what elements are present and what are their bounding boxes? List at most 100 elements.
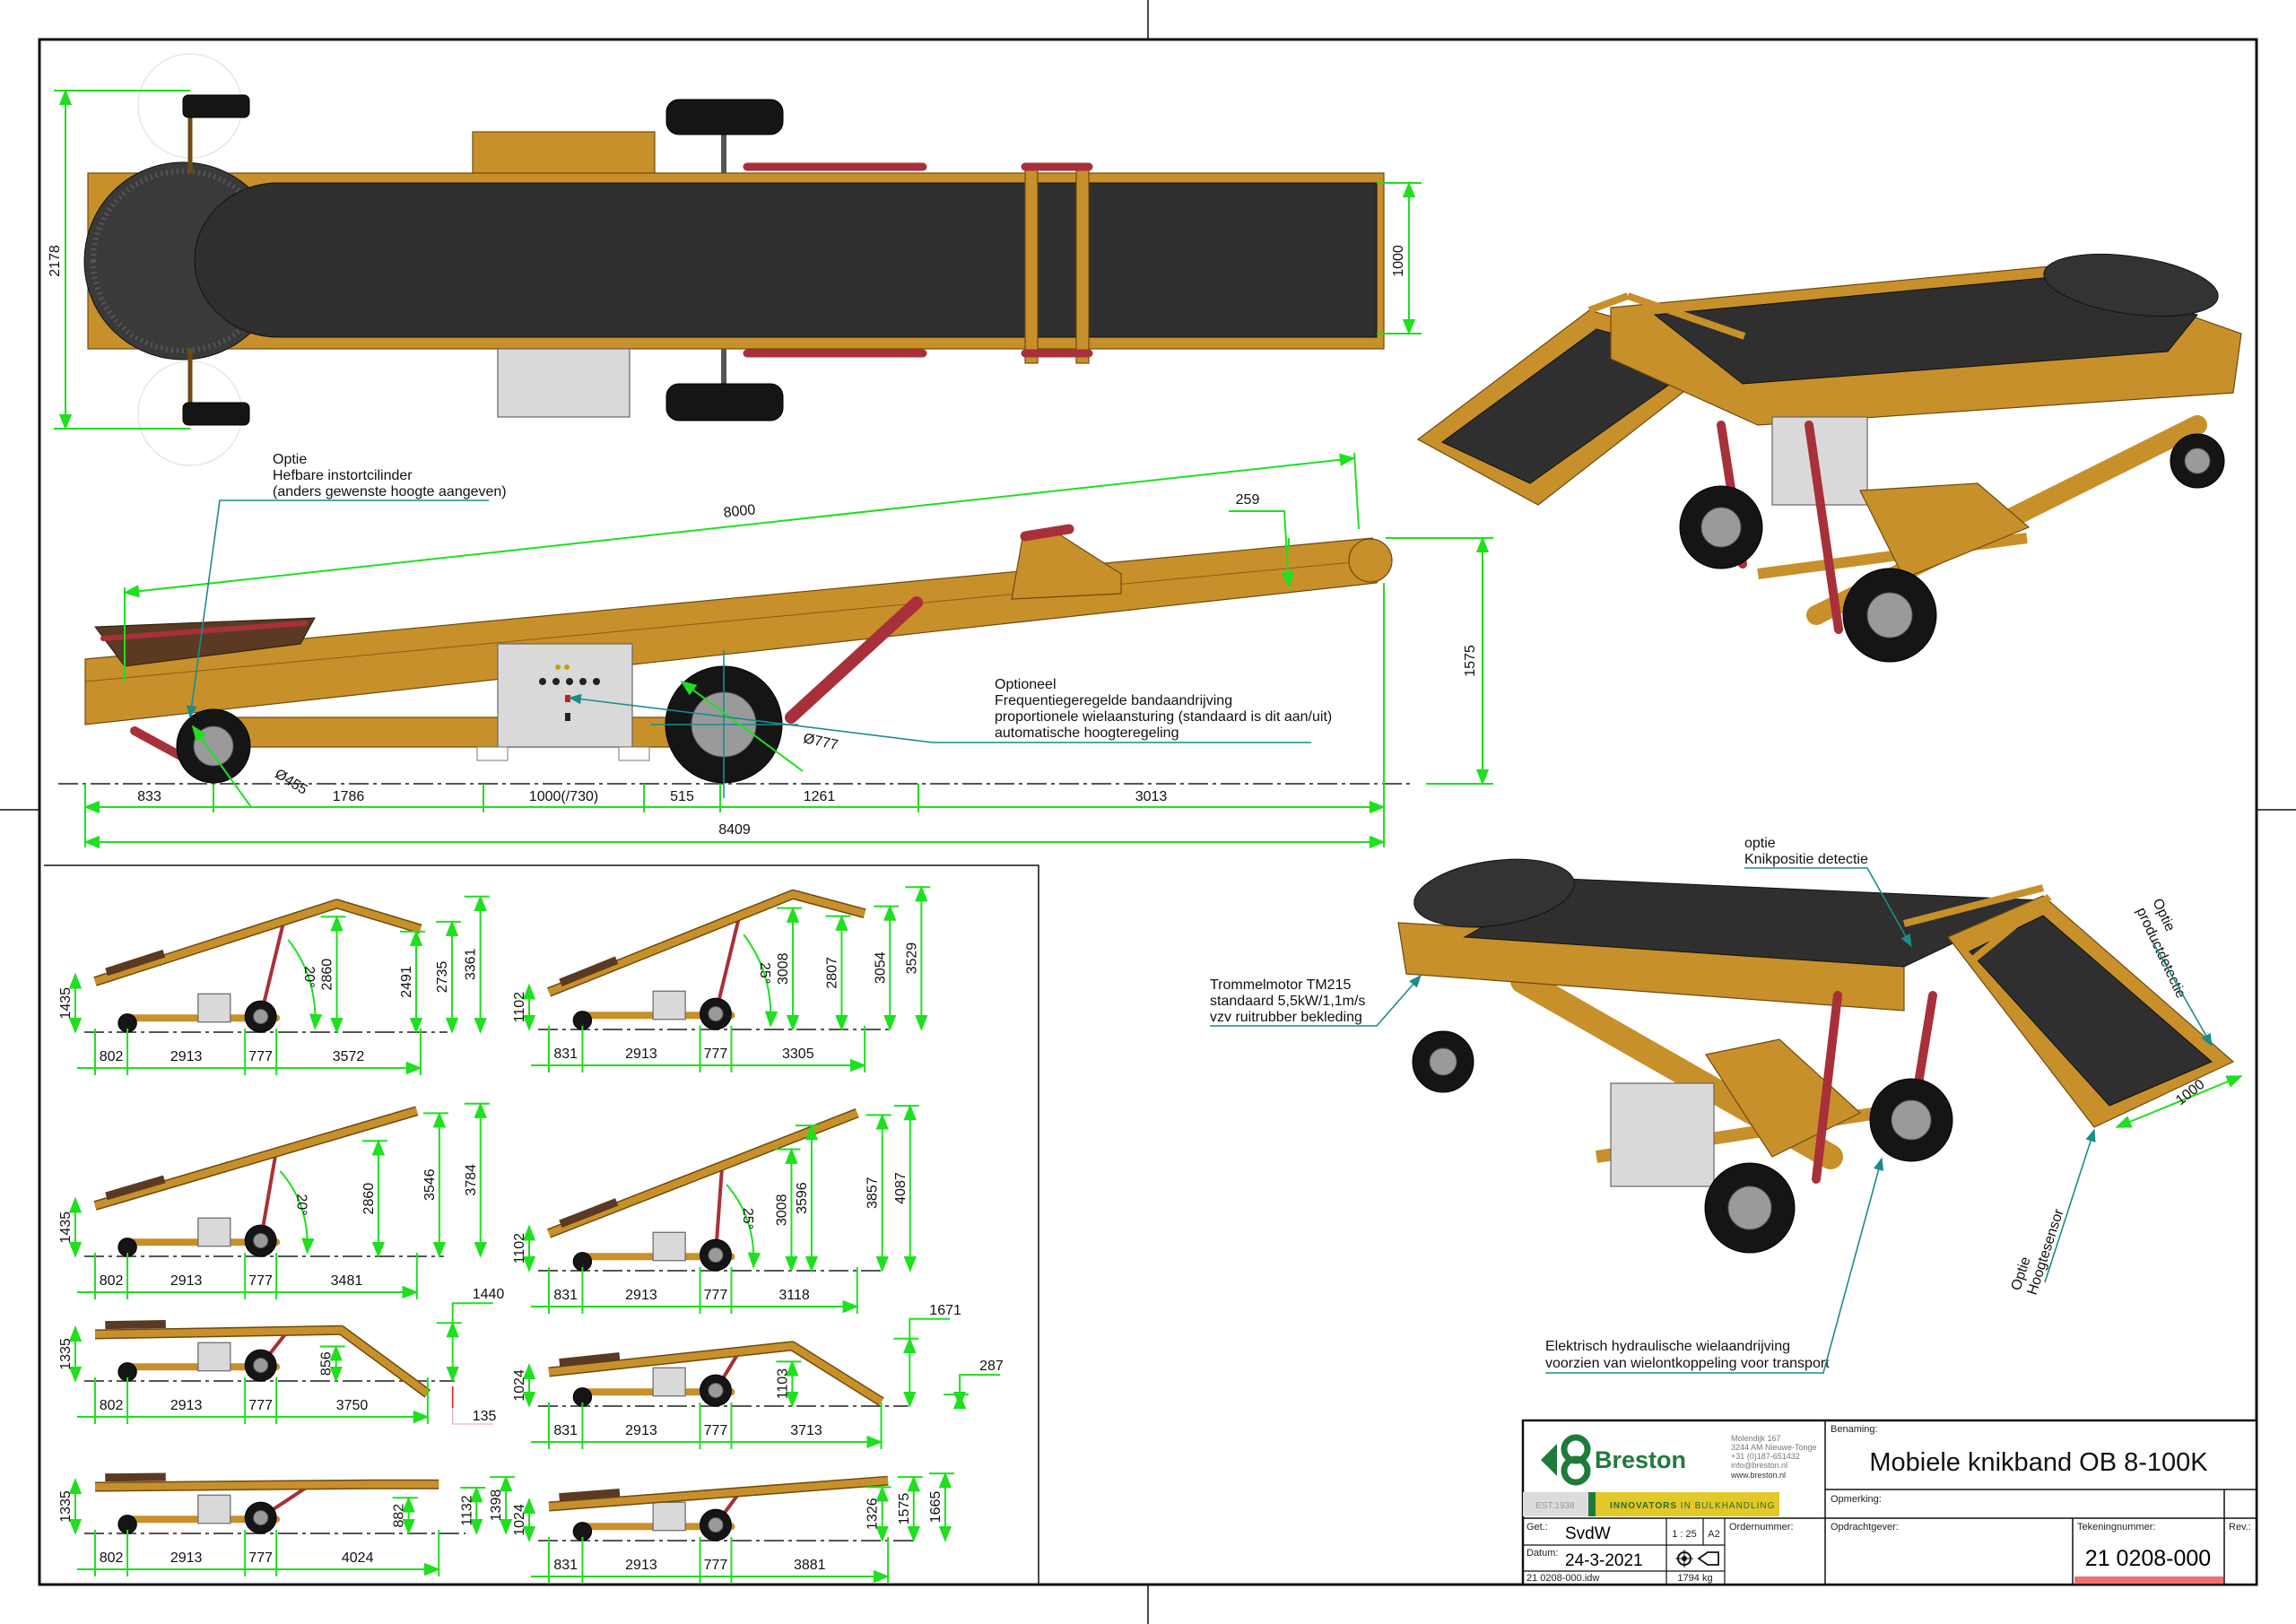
note-trommel-line1: Trommelmotor TM215 (1210, 977, 1351, 993)
note-optie-line2: Hefbare instortcilinder (273, 468, 413, 483)
horizontal-dim-label: 777 (248, 1550, 273, 1566)
control-box (197, 1217, 231, 1247)
vertical-dim-label: 3529 (904, 942, 919, 975)
angle-label: 25° (740, 1208, 755, 1229)
wheel-icon (182, 402, 250, 426)
dim-leader (909, 1317, 951, 1339)
belt-width-dim: 1000 (1391, 245, 1406, 277)
address-line: +31 (0)187-651432 (1731, 1452, 1800, 1461)
vertical-dim-label: 3596 (795, 1182, 810, 1214)
control-box (652, 1501, 686, 1532)
lift-strut (785, 596, 923, 724)
vertical-dim-label: 3008 (776, 952, 791, 985)
note-knik-line1: optie (1744, 836, 1776, 851)
svg-text:INNOVATORS IN BULKHANDLING: INNOVATORS IN BULKHANDLING (1610, 1501, 1775, 1511)
rev-label: Rev.: (2229, 1522, 2251, 1533)
horizontal-dim-label: 777 (248, 1049, 273, 1064)
vertical-dim-label: 1440 (473, 1287, 505, 1302)
lift-strut (713, 915, 742, 1016)
note-wiel-line1: Elektrisch hydraulische wielaandrijving (1545, 1339, 1790, 1354)
horizontal-dim-label: 802 (100, 1049, 124, 1064)
motor-box-top (472, 131, 656, 176)
left-height-label: 1102 (512, 1233, 527, 1264)
address-line: 3244 AM Nieuwe-Tonge (1731, 1443, 1817, 1452)
small-wheel-diameter: Ø455 (272, 767, 309, 798)
control-box (652, 1367, 686, 1397)
left-height-label: 1024 (512, 1504, 527, 1536)
drawn-by: SvdW (1565, 1524, 1611, 1543)
datum-label: Datum: (1526, 1548, 1558, 1559)
conveyor-beam (547, 890, 866, 996)
horizontal-dim-label: 777 (704, 1288, 728, 1303)
note-trommel-line2: standaard 5,5kW/1,1m/s (1210, 994, 1365, 1009)
address-line: info@breston.nl (1731, 1461, 1787, 1470)
file-name: 21 0208-000.idw (1526, 1573, 1599, 1584)
address-line: Molendijk 167 (1731, 1434, 1781, 1443)
hopper (105, 1472, 166, 1482)
horizontal-dim-label: 2913 (170, 1273, 203, 1289)
left-height-label: 1435 (58, 987, 74, 1020)
horizontal-dim-label: 2913 (625, 1046, 657, 1062)
opmerking-label: Opmerking: (1831, 1494, 1882, 1505)
website: www.breston.nl (1730, 1471, 1786, 1480)
wheel-icon (665, 99, 784, 135)
vertical-dim-label: 135 (473, 1409, 497, 1424)
date: 24-3-2021 (1565, 1551, 1643, 1570)
vertical-dim-label: 2807 (824, 957, 839, 989)
conveyor-beam (94, 1481, 439, 1491)
horizontal-dim-label: 3750 (336, 1398, 369, 1413)
hopper (94, 617, 316, 667)
angle-arc (287, 939, 323, 1030)
wheel-icon (182, 94, 250, 118)
vertical-dim-label: 3784 (464, 1164, 479, 1196)
revision-bar (2074, 1576, 2223, 1584)
wheel-rim (253, 1509, 269, 1526)
dim-leader (452, 1408, 493, 1425)
wheel-rim (708, 1382, 724, 1399)
left-height-label: 1102 (512, 992, 527, 1023)
horizontal-dim-label: 2913 (625, 1423, 657, 1438)
overall-width-dim: 2178 (48, 245, 63, 277)
conveyor-beam (548, 1342, 883, 1405)
hopper (105, 1320, 166, 1330)
length-dim: 8000 (723, 502, 756, 521)
conveyor-beam-outline (546, 889, 866, 997)
established: EST.1938 (1535, 1501, 1575, 1511)
breston-logo: Breston (1541, 1434, 1686, 1486)
conveyor-beam (94, 1326, 430, 1397)
wheel-rim (708, 1246, 724, 1264)
horizontal-dim-label: 1000(/730) (529, 789, 598, 804)
left-height-label: 1335 (58, 1490, 74, 1523)
horizontal-dim-label: 2913 (625, 1558, 657, 1573)
horizontal-dim-label: 1786 (333, 789, 365, 804)
hopper (559, 1489, 621, 1502)
horizontal-dim-label: 2913 (170, 1049, 203, 1064)
horizontal-dim-label: 2913 (625, 1288, 657, 1303)
control-box-iso (1610, 1082, 1715, 1187)
hopper (105, 950, 166, 977)
horizontal-dim-label: 2913 (170, 1550, 203, 1566)
angle-arc (279, 1170, 315, 1255)
horizontal-dim-label: 777 (704, 1046, 728, 1062)
note-trommel-line3: vzv ruitrubber bekleding (1210, 1010, 1362, 1025)
sheet-format: A2 (1708, 1529, 1719, 1540)
lift-strut (258, 919, 286, 1019)
conveyor-beam (93, 899, 422, 986)
note-optie-line3: (anders gewenste hoogte aangeven) (273, 484, 507, 499)
knick-bracket (1011, 530, 1122, 600)
height-dim: 1575 (1463, 645, 1478, 677)
note-optioneel-line2: Frequentiegeregelde bandaandrijving (995, 693, 1232, 708)
horizontal-dim-label: 777 (704, 1558, 728, 1573)
vertical-dim-label: 882 (392, 1504, 407, 1528)
control-box (197, 1342, 231, 1372)
vertical-dim-label: 1575 (897, 1493, 912, 1525)
big-wheel-diameter: Ø777 (802, 731, 839, 753)
vertical-dim-label: 4087 (893, 1172, 909, 1204)
horizontal-dim-label: 831 (553, 1046, 578, 1062)
angle-label: 20° (301, 966, 317, 987)
